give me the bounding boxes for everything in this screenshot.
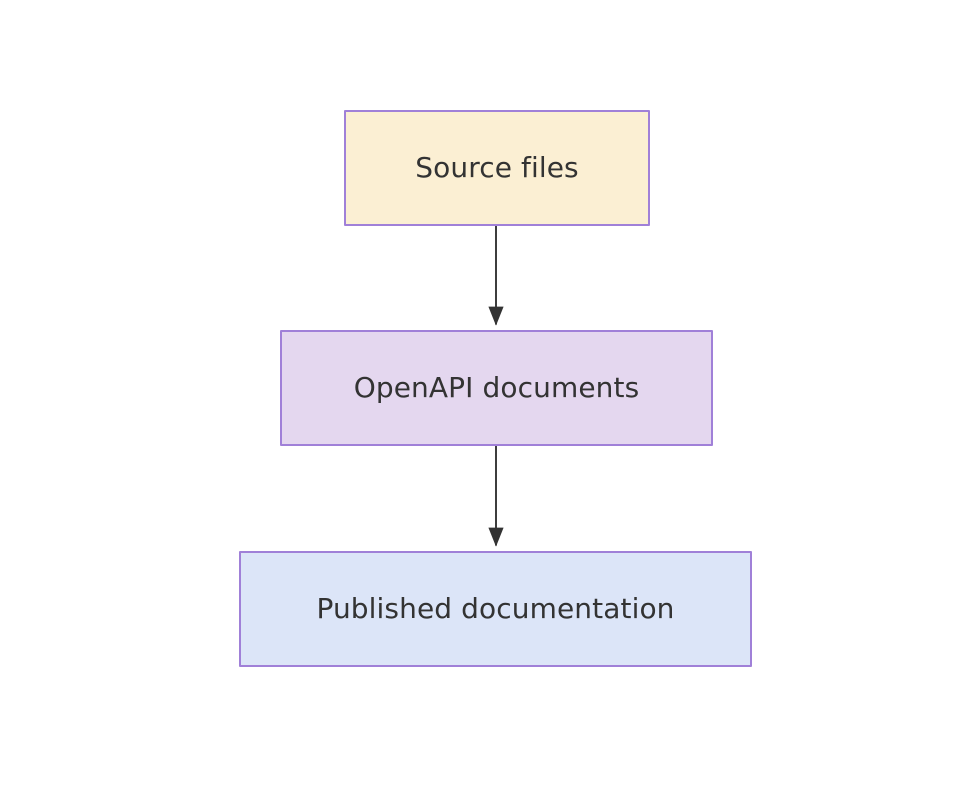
flowchart-node-source-files[interactable]: Source files [344,110,650,226]
node-label-source-files: Source files [415,151,579,185]
flowchart-node-openapi-documents[interactable]: OpenAPI documents [280,330,713,446]
node-label-published-documentation: Published documentation [316,592,675,626]
flowchart-node-published-documentation[interactable]: Published documentation [239,551,752,667]
node-label-openapi-documents: OpenAPI documents [353,371,640,405]
